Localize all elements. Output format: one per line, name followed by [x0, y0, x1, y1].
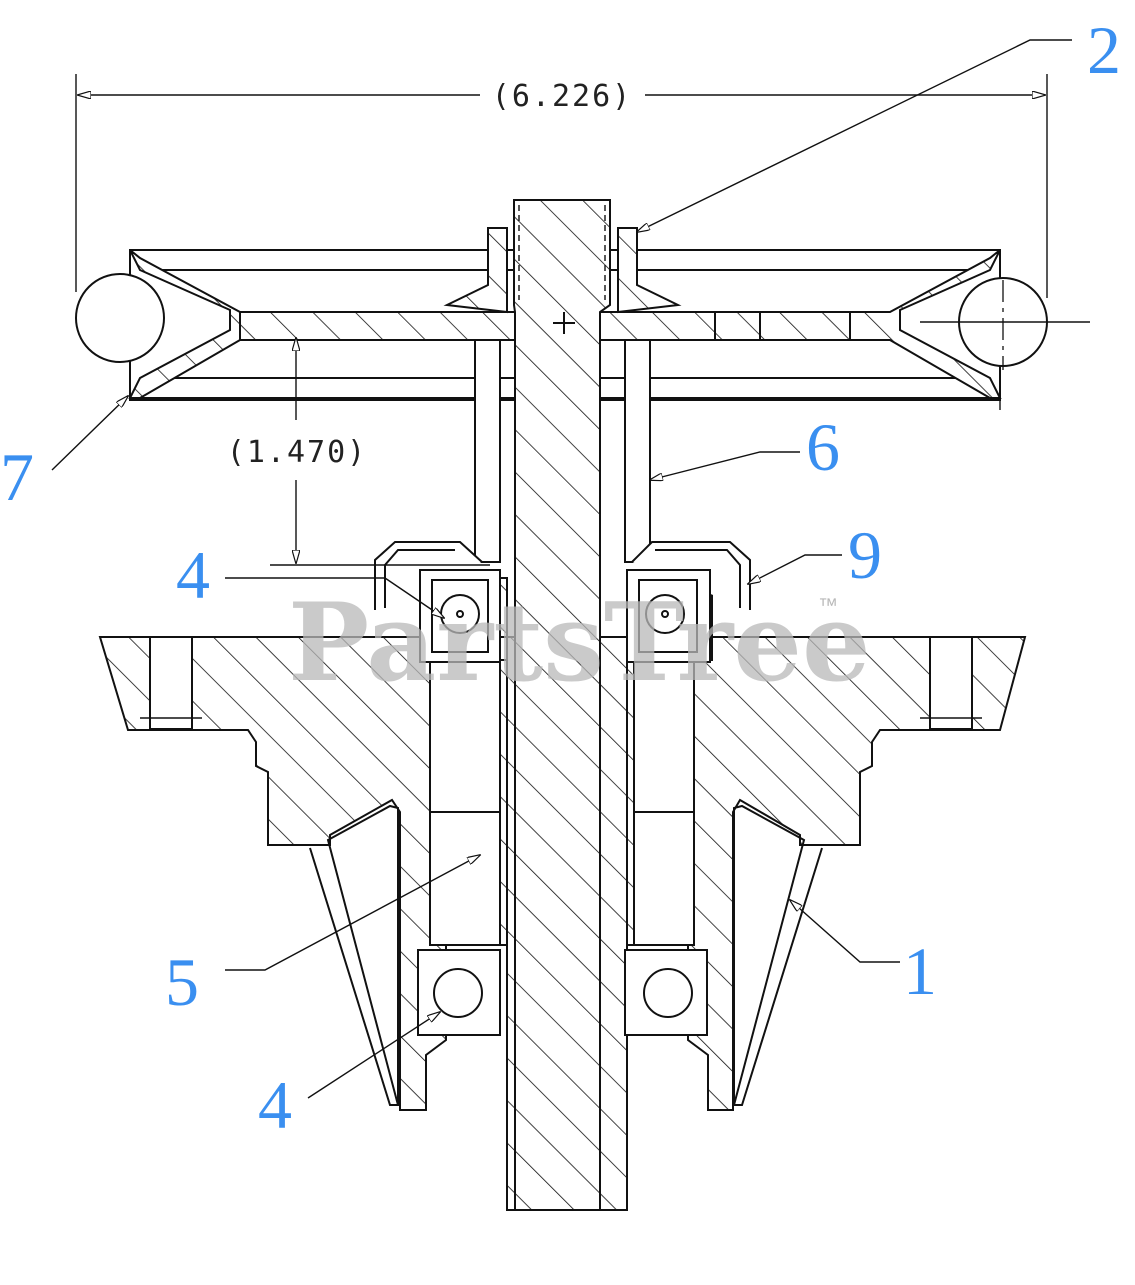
callout-2: 2 [1087, 12, 1121, 88]
height-dimension-label: (1.470) [227, 435, 367, 470]
callout-4-upper: 4 [176, 537, 210, 613]
watermark-text: PartsTree [288, 580, 871, 706]
spindle-sleeve [474, 339, 651, 563]
callouts: 2 7 6 9 4 5 1 4 [0, 12, 1121, 1143]
height-dimension: (1.470) [227, 338, 490, 566]
callout-4-lower: 4 [258, 1067, 292, 1143]
callout-6: 6 [806, 409, 840, 485]
upper-bearing [419, 569, 711, 663]
trademark-symbol: ™ [818, 595, 838, 617]
spacer [429, 811, 695, 946]
watermark: PartsTree ™ [288, 580, 871, 706]
leader-lines [51, 39, 1072, 1099]
spindle-shield [309, 804, 823, 1106]
spindle-shaft [513, 199, 611, 1211]
callout-7: 7 [0, 439, 34, 515]
callout-5: 5 [165, 944, 199, 1020]
callout-1: 1 [903, 933, 937, 1009]
width-dimension: (6.226) [75, 74, 1048, 298]
callout-9: 9 [848, 517, 882, 593]
pulley-hub [443, 227, 682, 314]
width-dimension-label: (6.226) [492, 79, 632, 114]
